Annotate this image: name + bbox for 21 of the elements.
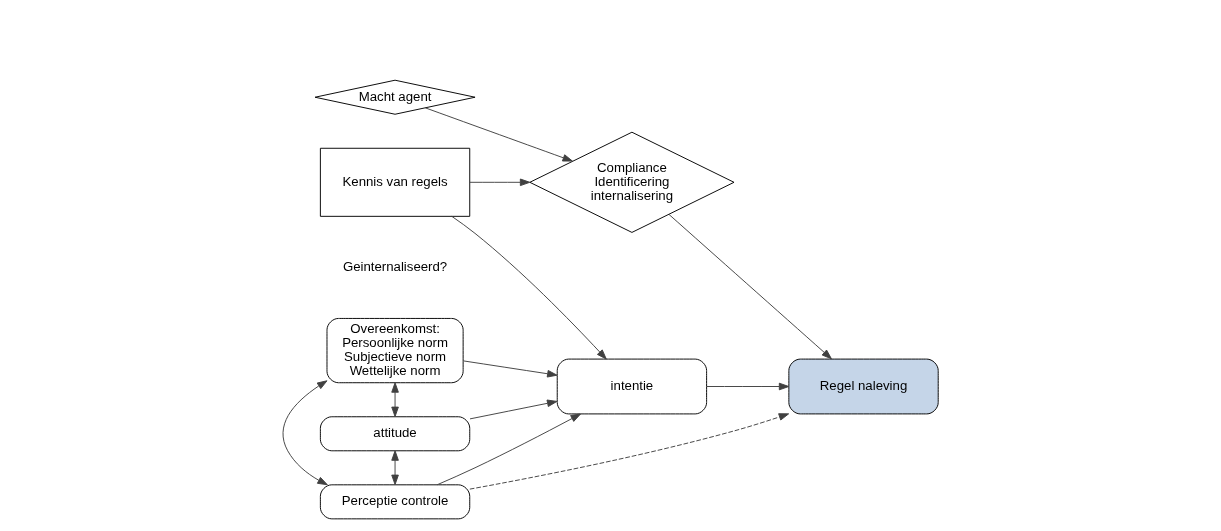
- arrow: [436, 413, 581, 486]
- arrow: [706, 382, 790, 391]
- node-box: intentie: [556, 358, 708, 415]
- arrow: [424, 107, 573, 162]
- node-box: Kennis van regels: [319, 147, 471, 217]
- arrow: [391, 382, 399, 418]
- node-box: attitude: [319, 416, 471, 452]
- arrow: [462, 360, 558, 378]
- arrow: [469, 413, 790, 490]
- arrow: [391, 450, 399, 486]
- arrow: [469, 178, 531, 187]
- label: Geinternaliseerd?: [342, 258, 448, 274]
- node-diamond: Macht agent: [314, 79, 476, 115]
- arrow: [282, 380, 328, 486]
- arrow: [451, 215, 607, 360]
- node-box: Perceptie controle: [319, 484, 471, 520]
- node-box: Regel naleving: [788, 358, 939, 415]
- node-box: Overeenkomst: Persoonlijke norm Subjectieve norm Wettelijke norm: [326, 317, 464, 384]
- arrow: [469, 399, 558, 420]
- arrow: [668, 213, 832, 360]
- node-diamond: Compliance Identificering internalisering: [529, 131, 735, 233]
